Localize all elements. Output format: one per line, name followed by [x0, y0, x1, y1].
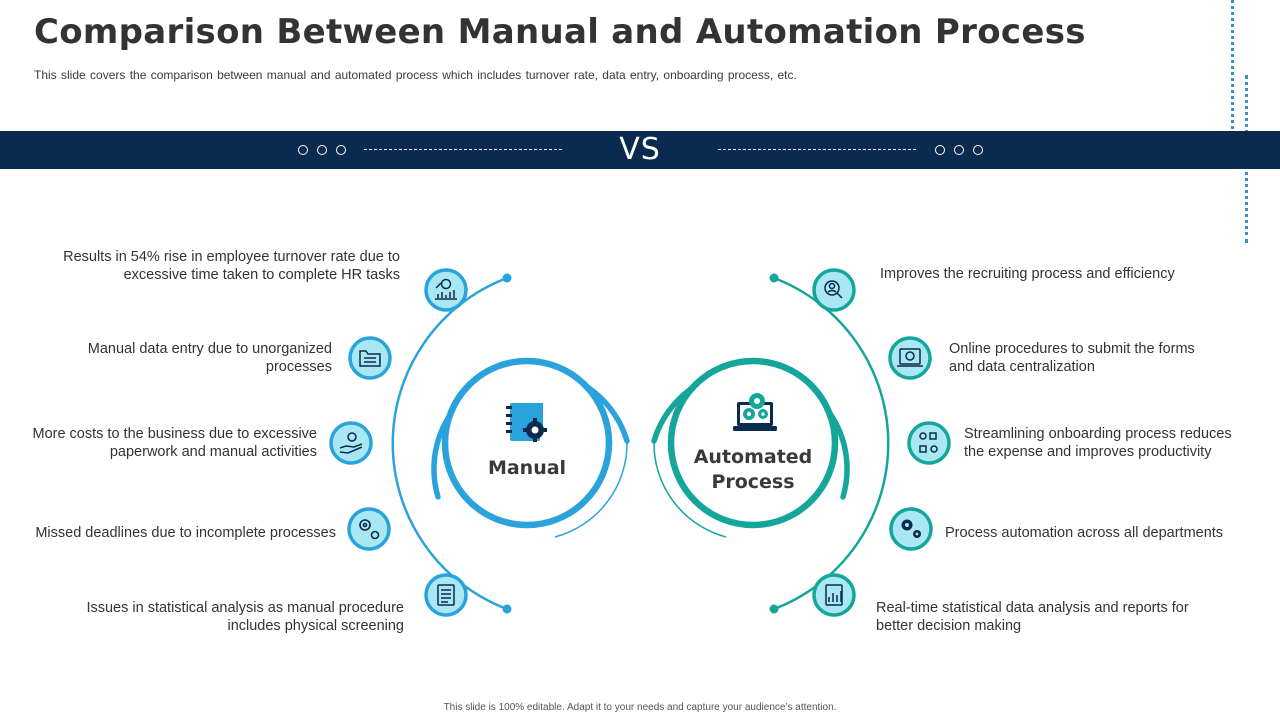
automated-node-4 — [889, 507, 933, 551]
manual-node-5 — [424, 573, 468, 617]
document-icon — [437, 584, 455, 606]
vs-label: VS — [619, 132, 661, 167]
manual-item-5: Issues in statistical analysis as manual… — [86, 600, 404, 634]
manual-item-1: Results in 54% rise in employee turnover… — [63, 249, 400, 283]
gears-icon — [359, 519, 380, 540]
band-circle — [298, 145, 308, 155]
notebook-gear-icon — [506, 403, 547, 442]
automated-label-line2: Process — [711, 471, 795, 493]
manual-node-2 — [348, 336, 392, 380]
manual-arc-end-dot — [502, 273, 512, 283]
page-subtitle: This slide covers the comparison between… — [34, 68, 797, 82]
online-form-icon — [897, 348, 923, 367]
automated-arc-end-dot — [769, 273, 779, 283]
automated-outer-arc-tail — [653, 440, 727, 538]
band-dashed-line — [364, 149, 562, 150]
automated-label-line1: Automated — [693, 446, 813, 468]
manual-item-4: Missed deadlines due to incomplete proce… — [35, 525, 336, 541]
automated-item-5: Real-time statistical data analysis and … — [876, 600, 1189, 634]
manual-label: Manual — [487, 457, 567, 479]
manual-node-4 — [347, 507, 391, 551]
automated-node-3 — [907, 421, 951, 465]
band-circle — [954, 145, 964, 155]
decorative-dotted-line — [1231, 0, 1234, 165]
folder-files-icon — [359, 350, 381, 367]
automated-arc-end-dot — [769, 604, 779, 614]
gears-icon — [901, 519, 921, 538]
band-circle — [973, 145, 983, 155]
automated-item-2: Online procedures to submit the forms an… — [949, 341, 1195, 375]
band-circle — [935, 145, 945, 155]
band-circle — [336, 145, 346, 155]
footer-note: This slide is 100% editable. Adapt it to… — [443, 702, 837, 713]
user-search-icon — [824, 280, 843, 299]
automated-label: Automated Process — [683, 445, 823, 495]
page-title: Comparison Between Manual and Automation… — [34, 12, 1086, 52]
money-growth-chart-icon — [435, 278, 457, 300]
manual-outer-arc-tail — [554, 440, 628, 538]
manual-node-1 — [424, 268, 468, 312]
automated-item-3: Streamlining onboarding process reduces … — [964, 426, 1232, 460]
report-chart-icon — [825, 584, 843, 606]
laptop-gears-icon — [733, 393, 777, 431]
manual-arc-end-dot — [502, 604, 512, 614]
manual-item-2: Manual data entry due to unorganized pro… — [87, 341, 332, 375]
automated-inner-ring — [667, 357, 839, 529]
automated-item-1: Improves the recruiting process and effi… — [880, 266, 1175, 282]
vs-band — [0, 131, 1280, 169]
hand-money-icon — [339, 432, 363, 454]
automated-node-1 — [812, 268, 856, 312]
workflow-icon — [919, 432, 938, 453]
manual-inner-ring — [441, 357, 613, 529]
manual-node-3 — [329, 421, 373, 465]
automated-node-2 — [888, 336, 932, 380]
automated-node-5 — [812, 573, 856, 617]
band-circle — [317, 145, 327, 155]
automated-item-4: Process automation across all department… — [945, 525, 1224, 541]
band-dashed-line — [718, 149, 916, 150]
manual-item-3: More costs to the business due to excess… — [32, 426, 317, 460]
